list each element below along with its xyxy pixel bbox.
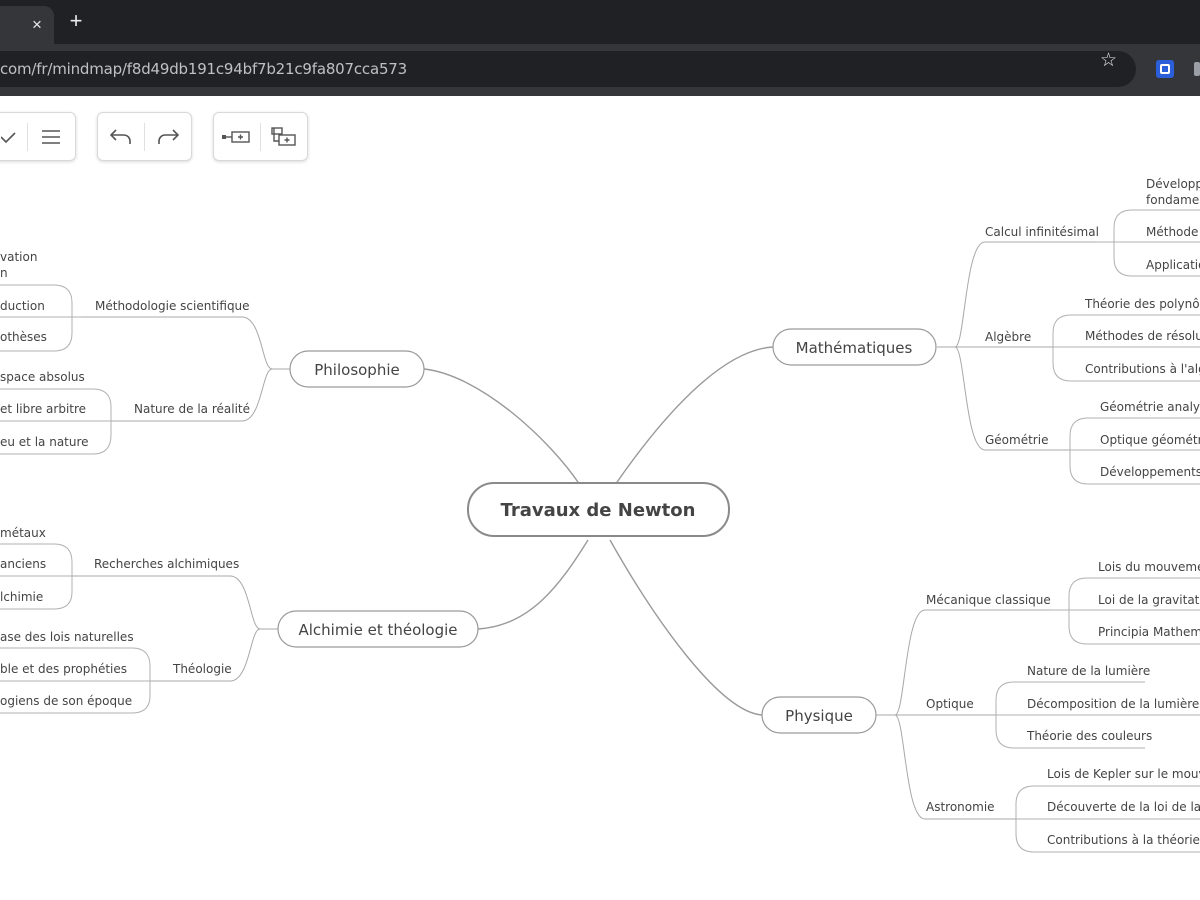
leaf-node[interactable]: ase des lois naturelles bbox=[0, 630, 134, 644]
leaf-node[interactable]: Géométrie analyti bbox=[1100, 400, 1200, 414]
history-tool-group bbox=[97, 112, 192, 161]
subtopic-nature-realite[interactable]: Nature de la réalité bbox=[134, 402, 250, 416]
leaf-node[interactable]: ble et des prophéties bbox=[0, 662, 127, 676]
redo-icon[interactable] bbox=[145, 113, 191, 160]
leaf-node[interactable]: métaux bbox=[0, 526, 46, 540]
tab-strip: × + bbox=[0, 0, 1200, 44]
leaf-node[interactable]: othèses bbox=[0, 330, 47, 344]
leaf-node[interactable]: ogiens de son époque bbox=[0, 694, 132, 708]
view-tool-group bbox=[0, 112, 76, 161]
subtopic-theologie[interactable]: Théologie bbox=[172, 662, 232, 676]
root-node[interactable]: Travaux de Newton bbox=[467, 482, 730, 537]
leaf-node[interactable]: Optique géométri bbox=[1100, 433, 1200, 447]
leaf-node[interactable]: vation bbox=[0, 250, 37, 264]
node-tool-group bbox=[213, 112, 308, 161]
mindmap-diagram: Travaux de Newton Mathématiques Physique… bbox=[0, 177, 1200, 853]
bookmark-star-icon[interactable]: ☆ bbox=[1100, 50, 1118, 71]
subtopic-calcul[interactable]: Calcul infinitésimal bbox=[985, 225, 1099, 239]
new-tab-button[interactable]: + bbox=[69, 8, 83, 33]
leaf-node[interactable]: Application bbox=[1146, 258, 1200, 272]
add-sibling-node-icon[interactable] bbox=[214, 113, 260, 160]
divider bbox=[260, 123, 261, 151]
leaf-node[interactable]: Nature de la lumière bbox=[1027, 664, 1150, 678]
leaf-node[interactable]: et libre arbitre bbox=[0, 402, 86, 416]
branch-node-physique[interactable]: Physique bbox=[761, 696, 877, 734]
extension-icon-partial[interactable] bbox=[1194, 62, 1200, 76]
leaf-node[interactable]: anciens bbox=[0, 557, 46, 571]
divider bbox=[27, 123, 28, 151]
leaf-node[interactable]: Méthode bbox=[1146, 225, 1198, 239]
menu-icon[interactable] bbox=[28, 113, 74, 160]
leaf-node[interactable]: Théorie des polynôm bbox=[1084, 297, 1200, 311]
main-branch-lines bbox=[423, 346, 774, 716]
leaf-node[interactable]: lchimie bbox=[0, 590, 43, 604]
branch-node-philosophie[interactable]: Philosophie bbox=[289, 350, 425, 388]
check-icon[interactable] bbox=[0, 113, 27, 160]
close-tab-icon[interactable]: × bbox=[32, 15, 42, 34]
branch-label: Physique bbox=[785, 707, 853, 725]
address-bar[interactable]: com/fr/mindmap/f8d49db191c94bf7b21c9fa80… bbox=[0, 51, 1136, 87]
root-label: Travaux de Newton bbox=[501, 500, 696, 521]
branch-label: Mathématiques bbox=[796, 339, 913, 357]
leaf-node[interactable]: Développements c bbox=[1100, 465, 1200, 479]
leaf-node[interactable]: Contributions à la théorie d bbox=[1047, 833, 1200, 847]
leaf-node[interactable]: Lois de Kepler sur le mouve bbox=[1047, 767, 1200, 781]
subtopic-geometrie[interactable]: Géométrie bbox=[985, 433, 1048, 447]
leaf-bracket-lines bbox=[0, 209, 1200, 853]
branch-node-alchimie[interactable]: Alchimie et théologie bbox=[277, 610, 479, 648]
subtopic-algebre[interactable]: Algèbre bbox=[985, 330, 1031, 344]
sub-topic-labels: Calcul infinitésimal Algèbre Géométrie M… bbox=[94, 225, 1099, 814]
subtopic-mecanique[interactable]: Mécanique classique bbox=[926, 593, 1051, 607]
leaf-node[interactable]: Développe bbox=[1146, 177, 1200, 191]
add-child-node-icon[interactable] bbox=[261, 113, 307, 160]
subtopic-methodologie[interactable]: Méthodologie scientifique bbox=[95, 299, 250, 313]
leaf-node[interactable]: Loi de la gravitatio bbox=[1098, 593, 1200, 607]
leaf-node[interactable]: Lois du mouvemen bbox=[1098, 560, 1200, 574]
subtopic-astronomie[interactable]: Astronomie bbox=[926, 800, 995, 814]
undo-icon[interactable] bbox=[98, 113, 144, 160]
leaf-labels: Développe fondamen Méthode Application T… bbox=[0, 177, 1200, 847]
leaf-node[interactable]: space absolus bbox=[0, 370, 85, 384]
leaf-node[interactable]: Découverte de la loi de la gr bbox=[1047, 800, 1200, 814]
browser-toolbar: com/fr/mindmap/f8d49db191c94bf7b21c9fa80… bbox=[0, 44, 1200, 96]
mindmap-canvas[interactable]: Travaux de Newton Mathématiques Physique… bbox=[0, 96, 1200, 900]
url-text[interactable]: com/fr/mindmap/f8d49db191c94bf7b21c9fa80… bbox=[0, 60, 407, 78]
branch-label: Philosophie bbox=[314, 361, 399, 379]
leaf-node[interactable]: Contributions à l'algè bbox=[1085, 362, 1200, 376]
leaf-node[interactable]: fondamen bbox=[1146, 193, 1200, 207]
extension-icon[interactable] bbox=[1156, 60, 1174, 78]
branch-label: Alchimie et théologie bbox=[298, 621, 457, 639]
branch-node-mathematiques[interactable]: Mathématiques bbox=[772, 328, 937, 366]
leaf-node[interactable]: Méthodes de résolut bbox=[1085, 329, 1200, 343]
leaf-node[interactable]: Théorie des couleurs bbox=[1026, 729, 1152, 743]
active-tab[interactable]: × bbox=[0, 6, 54, 44]
subtopic-optique[interactable]: Optique bbox=[926, 697, 974, 711]
leaf-node[interactable]: n bbox=[0, 266, 8, 280]
leaf-node[interactable]: Principia Mathema bbox=[1098, 625, 1200, 639]
divider bbox=[144, 123, 145, 151]
leaf-node[interactable]: eu et la nature bbox=[0, 435, 89, 449]
leaf-node[interactable]: Décomposition de la lumière bl bbox=[1027, 697, 1200, 711]
subtopic-recherches[interactable]: Recherches alchimiques bbox=[94, 557, 239, 571]
leaf-node[interactable]: duction bbox=[0, 299, 45, 313]
